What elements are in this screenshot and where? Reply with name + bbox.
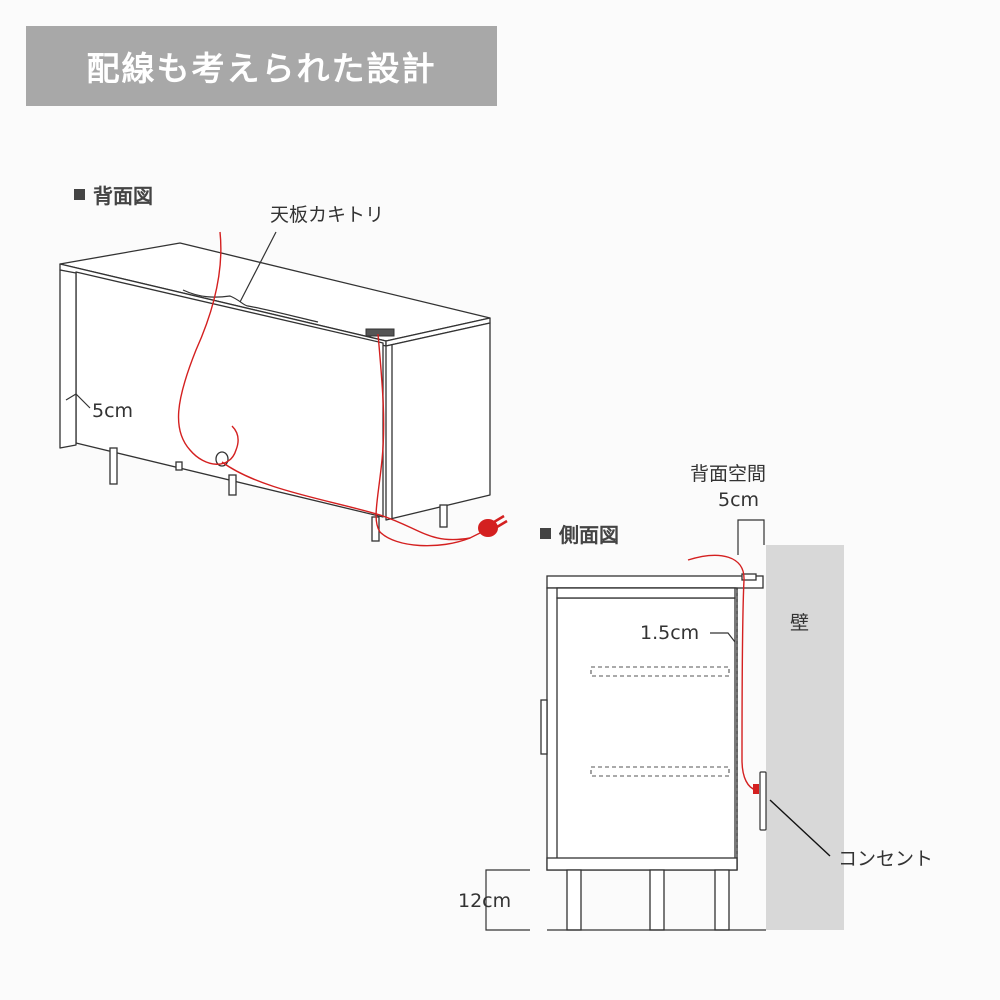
leg <box>228 474 237 496</box>
door-handle <box>540 699 548 755</box>
leg-height-dimension <box>485 869 530 931</box>
back-gap-leader <box>65 393 91 409</box>
side-inner-top <box>556 587 736 599</box>
rear-space-value: 5cm <box>718 489 760 511</box>
cabinet-left-panel <box>59 269 77 449</box>
side-view-heading-text: 側面図 <box>559 523 619 547</box>
leg-height-label: 12cm <box>458 890 512 912</box>
back-view-cabinet <box>59 242 491 521</box>
cable-right <box>375 333 471 547</box>
side-inner <box>556 597 736 861</box>
leg <box>649 869 665 931</box>
leg <box>175 461 183 471</box>
plug-icon <box>478 514 508 537</box>
outlet-leader <box>769 799 831 857</box>
back-view-heading: 背面図 <box>74 180 153 209</box>
inner-gap-label: 1.5cm <box>640 622 700 644</box>
page-title: 配線も考えられた設計 <box>86 49 437 88</box>
cabinet-right-panel <box>385 322 491 521</box>
side-bottom-board <box>546 857 738 871</box>
side-view-heading: 側面図 <box>540 519 619 548</box>
shelf-lower <box>590 766 730 777</box>
title-banner: 配線も考えられた設計 <box>26 26 497 106</box>
leg <box>566 869 582 931</box>
back-view-heading-text: 背面図 <box>93 184 153 208</box>
wall <box>766 545 844 930</box>
cable-left <box>177 231 239 465</box>
wall-label: 壁 <box>790 612 810 634</box>
rear-top-block <box>741 573 757 581</box>
square-bullet-icon <box>540 528 551 539</box>
top-notch <box>182 289 319 323</box>
rear-space-label: 背面空間 <box>690 463 767 485</box>
cable-main <box>221 461 487 541</box>
back-view-cables <box>177 231 487 547</box>
leg <box>109 447 118 485</box>
back-gap-label: 5cm <box>92 400 134 422</box>
shelf-upper <box>590 666 730 677</box>
inner-gap-leader <box>710 632 736 643</box>
top-notch-label: 天板カキトリ <box>270 204 385 226</box>
side-cable <box>687 554 757 791</box>
wall-outlet <box>759 771 767 831</box>
top-outlet-box <box>365 328 395 337</box>
side-view-legs <box>566 869 730 931</box>
square-bullet-icon <box>74 189 85 200</box>
leg <box>714 869 730 931</box>
outlet-label: コンセント <box>838 848 934 870</box>
rear-space-dimension <box>737 519 765 555</box>
side-plug-icon <box>753 784 759 794</box>
side-top-board <box>546 575 764 589</box>
top-notch-leader <box>239 231 277 303</box>
side-view-cabinet <box>540 573 764 871</box>
leg <box>439 504 448 528</box>
